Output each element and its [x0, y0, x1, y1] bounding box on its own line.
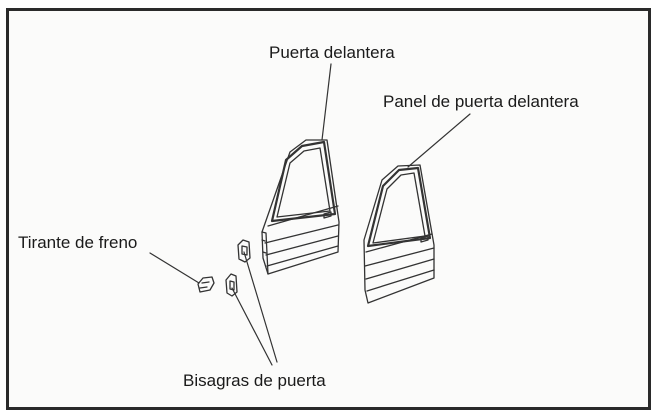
leader-door-panel [407, 113, 471, 168]
leader-hinge-upper [243, 251, 278, 363]
leader-lines [149, 63, 471, 366]
label-door-hinges: Bisagras de puerta [183, 371, 326, 390]
leader-hinge-lower [231, 287, 273, 366]
front-door-drawing [261, 139, 340, 275]
label-door-panel: Panel de puerta delantera [383, 92, 579, 111]
label-check-strap: Tirante de freno [18, 233, 138, 252]
label-front-door: Puerta delantera [269, 43, 395, 62]
door-panel-drawing [363, 164, 435, 304]
leader-front-door [321, 63, 332, 141]
door-hinges-drawing [225, 239, 251, 297]
check-strap-drawing [197, 276, 215, 293]
leader-check-strap [149, 252, 200, 284]
